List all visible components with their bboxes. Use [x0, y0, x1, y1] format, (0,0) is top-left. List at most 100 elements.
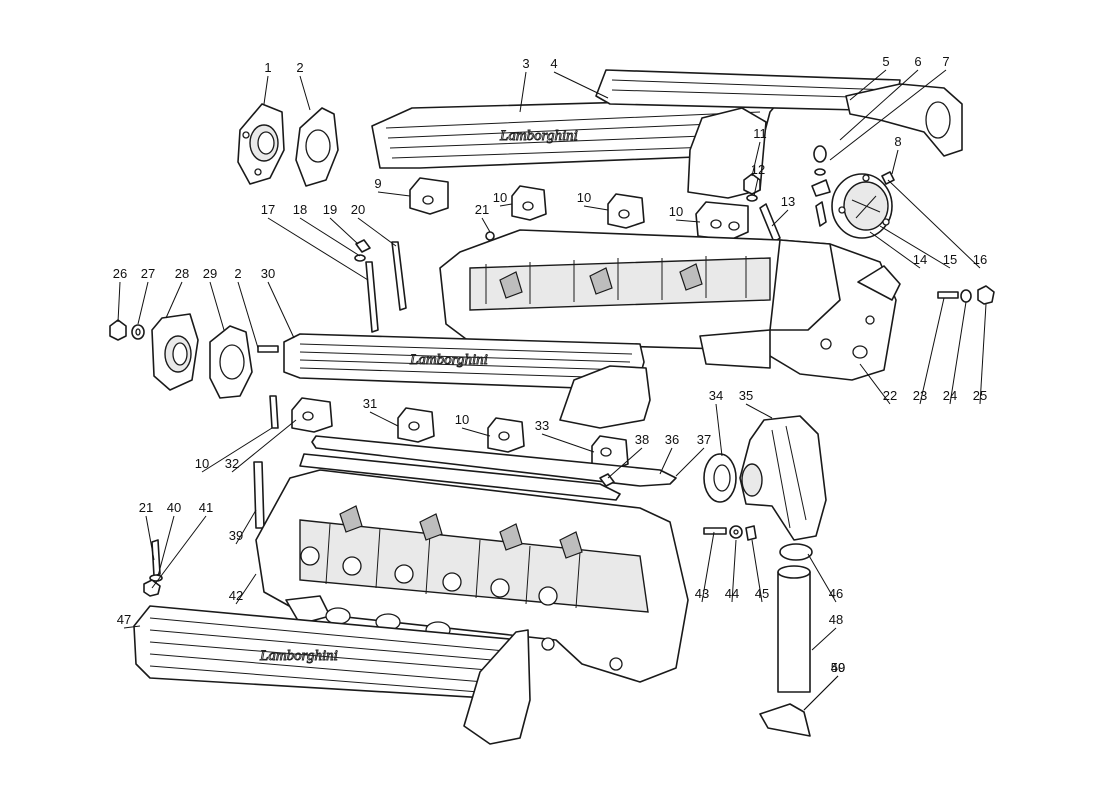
leader-line — [499, 203, 513, 207]
callout-number: 24 — [943, 388, 957, 403]
leader-line — [267, 281, 295, 339]
callout-number: 6 — [914, 54, 921, 69]
part-flange-29 — [151, 313, 199, 391]
part-gasket-35 — [703, 453, 737, 503]
leader-line — [803, 675, 839, 711]
part-nut-27 — [109, 319, 127, 341]
callout-number: 9 — [374, 176, 381, 191]
part-studs-18-21 — [354, 231, 495, 333]
leader-line — [357, 217, 397, 247]
leader-line — [891, 149, 899, 175]
leader-line — [369, 411, 399, 427]
callout-number: 21 — [139, 500, 153, 515]
part-end-bracket-7 — [845, 83, 963, 157]
leader-line — [731, 539, 737, 603]
callout-number: 40 — [167, 500, 181, 515]
callout-number: 20 — [351, 202, 365, 217]
leader-line — [807, 553, 837, 603]
callout-number: 46 — [829, 586, 843, 601]
callout-number: 37 — [697, 432, 711, 447]
leader-line — [237, 281, 259, 349]
part-bolt-24-26 — [937, 285, 995, 305]
part-gasket-2-left — [209, 325, 253, 399]
part-hose-49 — [777, 565, 811, 693]
callout-number: 26 — [113, 266, 127, 281]
callout-number: 16 — [973, 252, 987, 267]
leader-line — [849, 69, 887, 101]
leader-line — [299, 75, 311, 111]
leader-line — [771, 209, 789, 227]
callout-number: 43 — [695, 586, 709, 601]
callout-number: 8 — [894, 134, 901, 149]
callout-number: 14 — [913, 252, 927, 267]
leader-line — [461, 427, 491, 437]
part-nut-46 — [745, 525, 757, 541]
part-bolts-40-42 — [143, 539, 163, 597]
part-stud-30 — [257, 345, 279, 353]
callout-number: 22 — [883, 388, 897, 403]
callout-number: 2 — [234, 266, 241, 281]
svg-text:Lamborghini: Lamborghini — [259, 648, 338, 664]
part-cylinder-head-lower-43 — [255, 469, 689, 683]
svg-text:Lamborghini: Lamborghini — [499, 128, 578, 144]
part-clamp-33 — [291, 397, 333, 433]
leader-line — [715, 403, 723, 457]
callout-number: 28 — [175, 266, 189, 281]
part-flange-1 — [237, 103, 285, 185]
leader-line — [263, 75, 269, 105]
part-clamp-10-b — [607, 193, 645, 229]
callout-number: 35 — [739, 388, 753, 403]
callout-number: 29 — [203, 266, 217, 281]
leader-line — [231, 419, 297, 473]
leader-line — [123, 625, 141, 629]
callout-number: 21 — [475, 202, 489, 217]
callout-number: 36 — [665, 432, 679, 447]
leader-line — [137, 281, 149, 325]
part-clamp-10-a — [511, 185, 547, 221]
callout-number: 25 — [973, 388, 987, 403]
leader-line — [607, 447, 643, 479]
leader-line — [235, 573, 257, 605]
part-clamp-10-d — [487, 417, 525, 453]
callout-number: 39 — [229, 528, 243, 543]
callout-number: 3 — [522, 56, 529, 71]
part-clamp-9 — [409, 177, 449, 215]
callout-number: 10 — [455, 412, 469, 427]
callout-number: 5 — [882, 54, 889, 69]
callout-number: 13 — [781, 194, 795, 209]
part-cam-cover-31: Lamborghini — [283, 333, 651, 429]
part-clamp-11 — [695, 201, 749, 241]
part-washer-45 — [729, 525, 743, 539]
part-cam-cover-3: Lamborghini — [371, 97, 783, 199]
leader-line — [519, 71, 527, 113]
leader-line — [751, 539, 763, 603]
callout-number: 1 — [264, 60, 271, 75]
part-nut-12-13-14 — [743, 173, 781, 243]
leader-line — [299, 217, 361, 257]
leader-line — [839, 69, 919, 141]
callout-number: 23 — [913, 388, 927, 403]
leader-line — [209, 281, 225, 331]
part-bracket-50 — [759, 703, 811, 737]
leader-line — [675, 219, 701, 223]
leader-line — [979, 303, 987, 405]
leader-line — [201, 427, 273, 473]
leader-line — [267, 217, 369, 281]
callout-number: 15 — [943, 252, 957, 267]
part-washer-28 — [131, 324, 145, 340]
part-stud-32 — [269, 395, 279, 429]
part-small-5-6 — [811, 145, 831, 197]
callout-number: 10 — [493, 190, 507, 205]
callout-number: 45 — [755, 586, 769, 601]
callout-number: 11 — [753, 126, 767, 141]
leader-line — [235, 509, 257, 545]
callout-number: 10 — [577, 190, 591, 205]
leader-line — [659, 447, 673, 475]
leader-line — [701, 531, 715, 603]
leader-line — [829, 69, 947, 161]
part-gasket-2-top — [295, 107, 339, 187]
leader-line — [753, 177, 759, 197]
leader-line — [751, 141, 761, 177]
callout-number: 50 — [831, 660, 845, 675]
